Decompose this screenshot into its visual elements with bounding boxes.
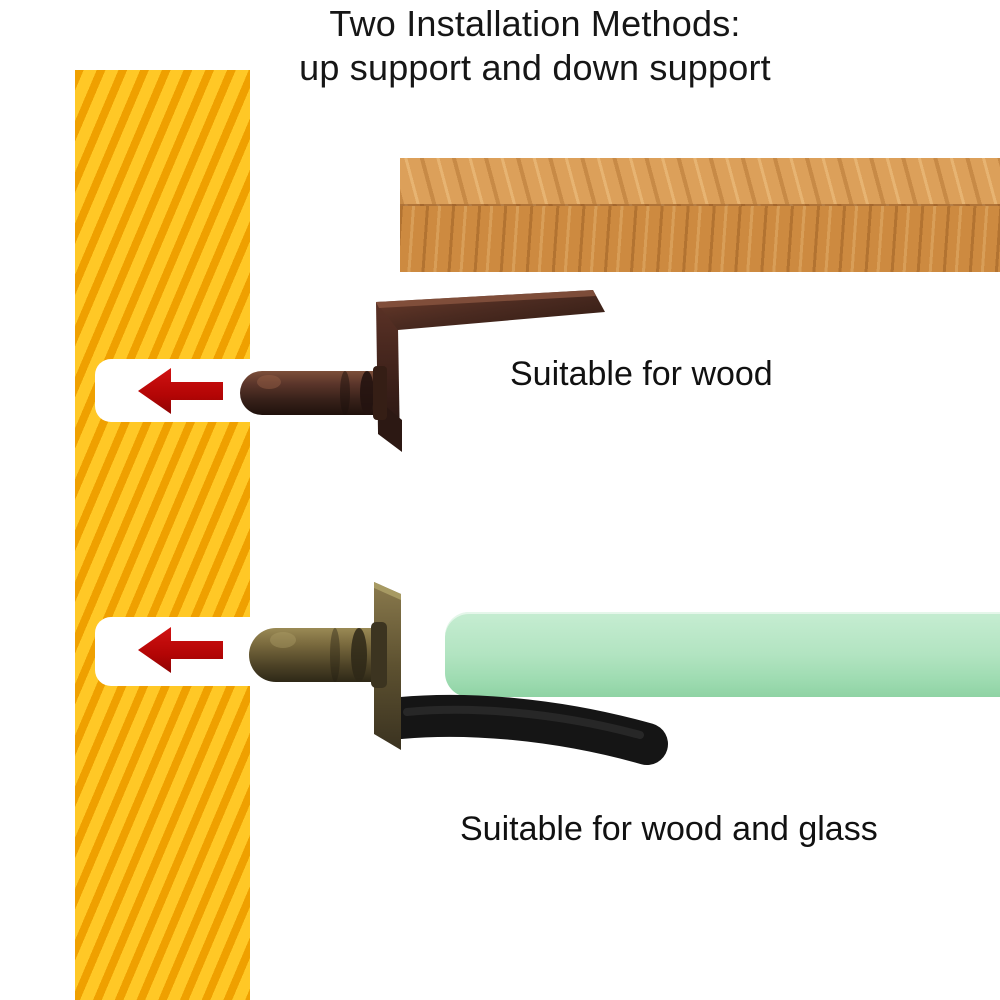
- title-line-1: Two Installation Methods:: [329, 3, 741, 44]
- wood-front-face: [400, 206, 1000, 272]
- title-line-2: up support and down support: [299, 47, 771, 88]
- cabinet-side-panel: [75, 70, 250, 1000]
- wood-shelf-board: [400, 158, 1000, 272]
- diagram-title: Two Installation Methods: up support and…: [70, 2, 1000, 90]
- caption-down-support: Suitable for wood and glass: [460, 810, 878, 848]
- left-arrow-icon: [138, 368, 223, 414]
- down-support-bracket-icon: [249, 582, 668, 765]
- glass-shelf: [445, 612, 1000, 697]
- caption-up-support: Suitable for wood: [510, 355, 773, 393]
- wood-top-face: [400, 158, 1000, 206]
- left-arrow-icon: [138, 627, 223, 673]
- up-support-bracket-icon: [240, 290, 605, 452]
